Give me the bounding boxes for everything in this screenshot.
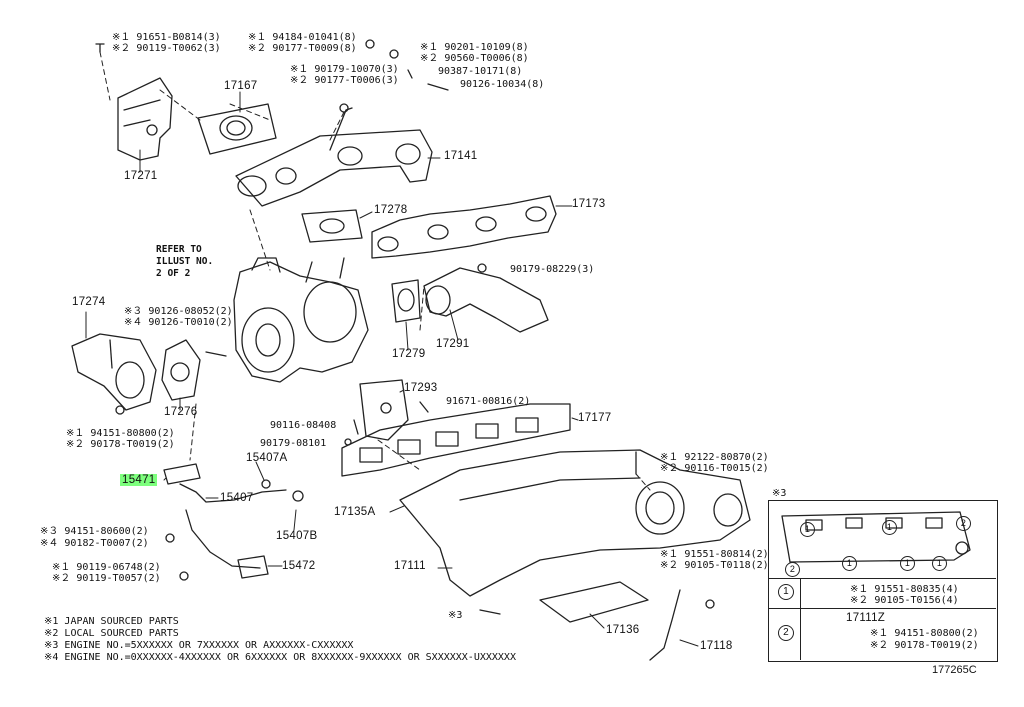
inset-title: ※3	[772, 488, 787, 499]
refer-note-line-3: 2 OF 2	[156, 268, 191, 279]
intake-manifold-17111-shape	[399, 449, 751, 597]
callout-c12[interactable]: 90179-08101	[260, 438, 327, 449]
part-17276[interactable]: 17276	[164, 406, 198, 418]
bracket-17293-shape	[359, 379, 409, 441]
part-17167[interactable]: 17167	[224, 80, 258, 92]
heat-insulator-17271-shape	[117, 77, 173, 161]
part-17118[interactable]: 17118	[700, 640, 733, 652]
legend-line-1: ※1 JAPAN SOURCED PARTS	[44, 616, 179, 627]
gasket-17278-shape	[301, 209, 363, 243]
callout-c4-line-1[interactable]: ※１ 90179-10070(3)	[290, 64, 399, 75]
callout-c1-line-2[interactable]: ※２ 90119-T0062(3)	[112, 43, 221, 54]
elbow-17274-shape	[71, 333, 157, 411]
refer-note-line-2: ILLUST NO.	[156, 256, 214, 267]
callout-c5[interactable]: 90387-10171(8)	[438, 66, 523, 77]
callout-c14-line-1[interactable]: ※３ 94151-80600(2)	[40, 526, 149, 537]
callout-c13-line-2[interactable]: ※２ 90116-T0015(2)	[660, 463, 769, 474]
callout-c8-line-1[interactable]: ※３ 90126-08052(2)	[124, 306, 233, 317]
heat-insulator-17167-shape	[197, 103, 277, 155]
part-17111[interactable]: 17111	[394, 560, 426, 572]
inset-marker-2b: 2	[785, 562, 800, 577]
exhaust-manifold-17141-shape	[235, 129, 433, 207]
inset-row-2-divider	[768, 608, 996, 609]
inset-row-2-line-2: ※２ 90178-T0019(2)	[870, 640, 979, 651]
callout-c9-line-2[interactable]: ※２ 90178-T0019(2)	[66, 439, 175, 450]
callout-c16-line-1[interactable]: ※１ 91551-80814(2)	[660, 549, 769, 560]
legend-line-4: ※4 ENGINE NO.=0XXXXXX-4XXXXXX OR 6XXXXXX…	[44, 652, 516, 663]
part-15407A[interactable]: 15407A	[246, 452, 288, 464]
callout-c3-line-2[interactable]: ※２ 90560-T0006(8)	[420, 53, 529, 64]
callout-c11[interactable]: 90116-08408	[270, 420, 337, 431]
part-17271[interactable]: 17271	[124, 170, 158, 182]
gasket-17177-shape	[341, 403, 571, 477]
callout-c15-line-2[interactable]: ※２ 90119-T0057(2)	[52, 573, 161, 584]
inset-row-2-line-1: ※１ 94151-80800(2)	[870, 628, 979, 639]
part-17136[interactable]: 17136	[606, 624, 640, 636]
part-15407B[interactable]: 15407B	[276, 530, 318, 542]
gasket-17279-shape	[391, 279, 421, 323]
inset-column-divider	[800, 578, 801, 660]
part-15472[interactable]: 15472	[282, 560, 316, 572]
part-15471[interactable]: 15471	[120, 474, 158, 486]
part-15407[interactable]: 15407	[220, 492, 254, 504]
part-17291[interactable]: 17291	[436, 338, 470, 350]
callout-c9-line-1[interactable]: ※１ 94151-80800(2)	[66, 428, 175, 439]
gasket-17173-shape	[371, 195, 557, 259]
callout-c6[interactable]: 90126-10034(8)	[460, 79, 545, 90]
callout-c2-line-2[interactable]: ※２ 90177-T0009(8)	[248, 43, 357, 54]
part-17177[interactable]: 17177	[578, 412, 612, 424]
callout-c8-line-2[interactable]: ※４ 90126-T0010(2)	[124, 317, 233, 328]
inset-marker-1d: 1	[900, 556, 915, 571]
callout-c2-line-1[interactable]: ※１ 94184-01041(8)	[248, 32, 357, 43]
callout-c1-line-1[interactable]: ※１ 91651-B0814(3)	[112, 32, 221, 43]
part-15471-highlight: 15471	[120, 474, 158, 486]
inset-row-1-marker: 1	[778, 584, 794, 600]
oil-tube-15407-shape	[179, 483, 287, 503]
turbocharger-shape	[233, 261, 369, 383]
gasket-15471-shape	[163, 463, 201, 485]
inset-marker-1c: 1	[882, 520, 897, 535]
callout-c10[interactable]: 91671-00816(2)	[446, 396, 531, 407]
inset-gasket-shape	[781, 511, 971, 563]
inset-row-1-line-1: ※１ 91551-80835(4)	[850, 584, 959, 595]
part-17278[interactable]: 17278	[374, 204, 408, 216]
gasket-15472-shape	[237, 555, 269, 579]
cover-17136-shape	[539, 581, 649, 623]
inset-marker-1b: 1	[842, 556, 857, 571]
inset-row-1-divider	[768, 578, 996, 579]
refer-note-line-1: REFER TO	[156, 244, 202, 255]
callout-c13-line-1[interactable]: ※１ 92122-80870(2)	[660, 452, 769, 463]
callout-c3-line-1[interactable]: ※１ 90201-10109(8)	[420, 42, 529, 53]
gasket-17276-shape	[161, 339, 201, 401]
inset-row-2-part: 17111Z	[846, 612, 886, 624]
callout-c16-line-2[interactable]: ※２ 90105-T0118(2)	[660, 560, 769, 571]
legend-line-3: ※3 ENGINE NO.=5XXXXXX OR 7XXXXXX OR AXXX…	[44, 640, 354, 651]
exhaust-pipe-17291-shape	[423, 267, 549, 333]
part-17173[interactable]: 17173	[572, 198, 606, 210]
callout-c17: ※3	[448, 610, 463, 621]
inset-row-2-marker: 2	[778, 625, 794, 641]
part-17141[interactable]: 17141	[444, 150, 478, 162]
inset-marker-1e: 1	[932, 556, 947, 571]
inset-marker-2a: 2	[956, 516, 971, 531]
part-17279[interactable]: 17279	[392, 348, 426, 360]
part-17135A[interactable]: 17135A	[334, 506, 376, 518]
inset-row-1-line-2: ※２ 90105-T0156(4)	[850, 595, 959, 606]
inset-marker-1a: 1	[800, 522, 815, 537]
callout-c15-line-1[interactable]: ※１ 90119-06748(2)	[52, 562, 161, 573]
tube-17118-shape	[649, 589, 681, 661]
legend-line-2: ※2 LOCAL SOURCED PARTS	[44, 628, 179, 639]
part-17274[interactable]: 17274	[72, 296, 106, 308]
callout-c4-line-2[interactable]: ※２ 90177-T0006(3)	[290, 75, 399, 86]
part-17293[interactable]: 17293	[404, 382, 438, 394]
inset-box	[768, 500, 998, 662]
callout-c7[interactable]: 90179-08229(3)	[510, 264, 595, 275]
illustration-code: 177265C	[932, 664, 977, 676]
callout-c14-line-2[interactable]: ※４ 90182-T0007(2)	[40, 538, 149, 549]
